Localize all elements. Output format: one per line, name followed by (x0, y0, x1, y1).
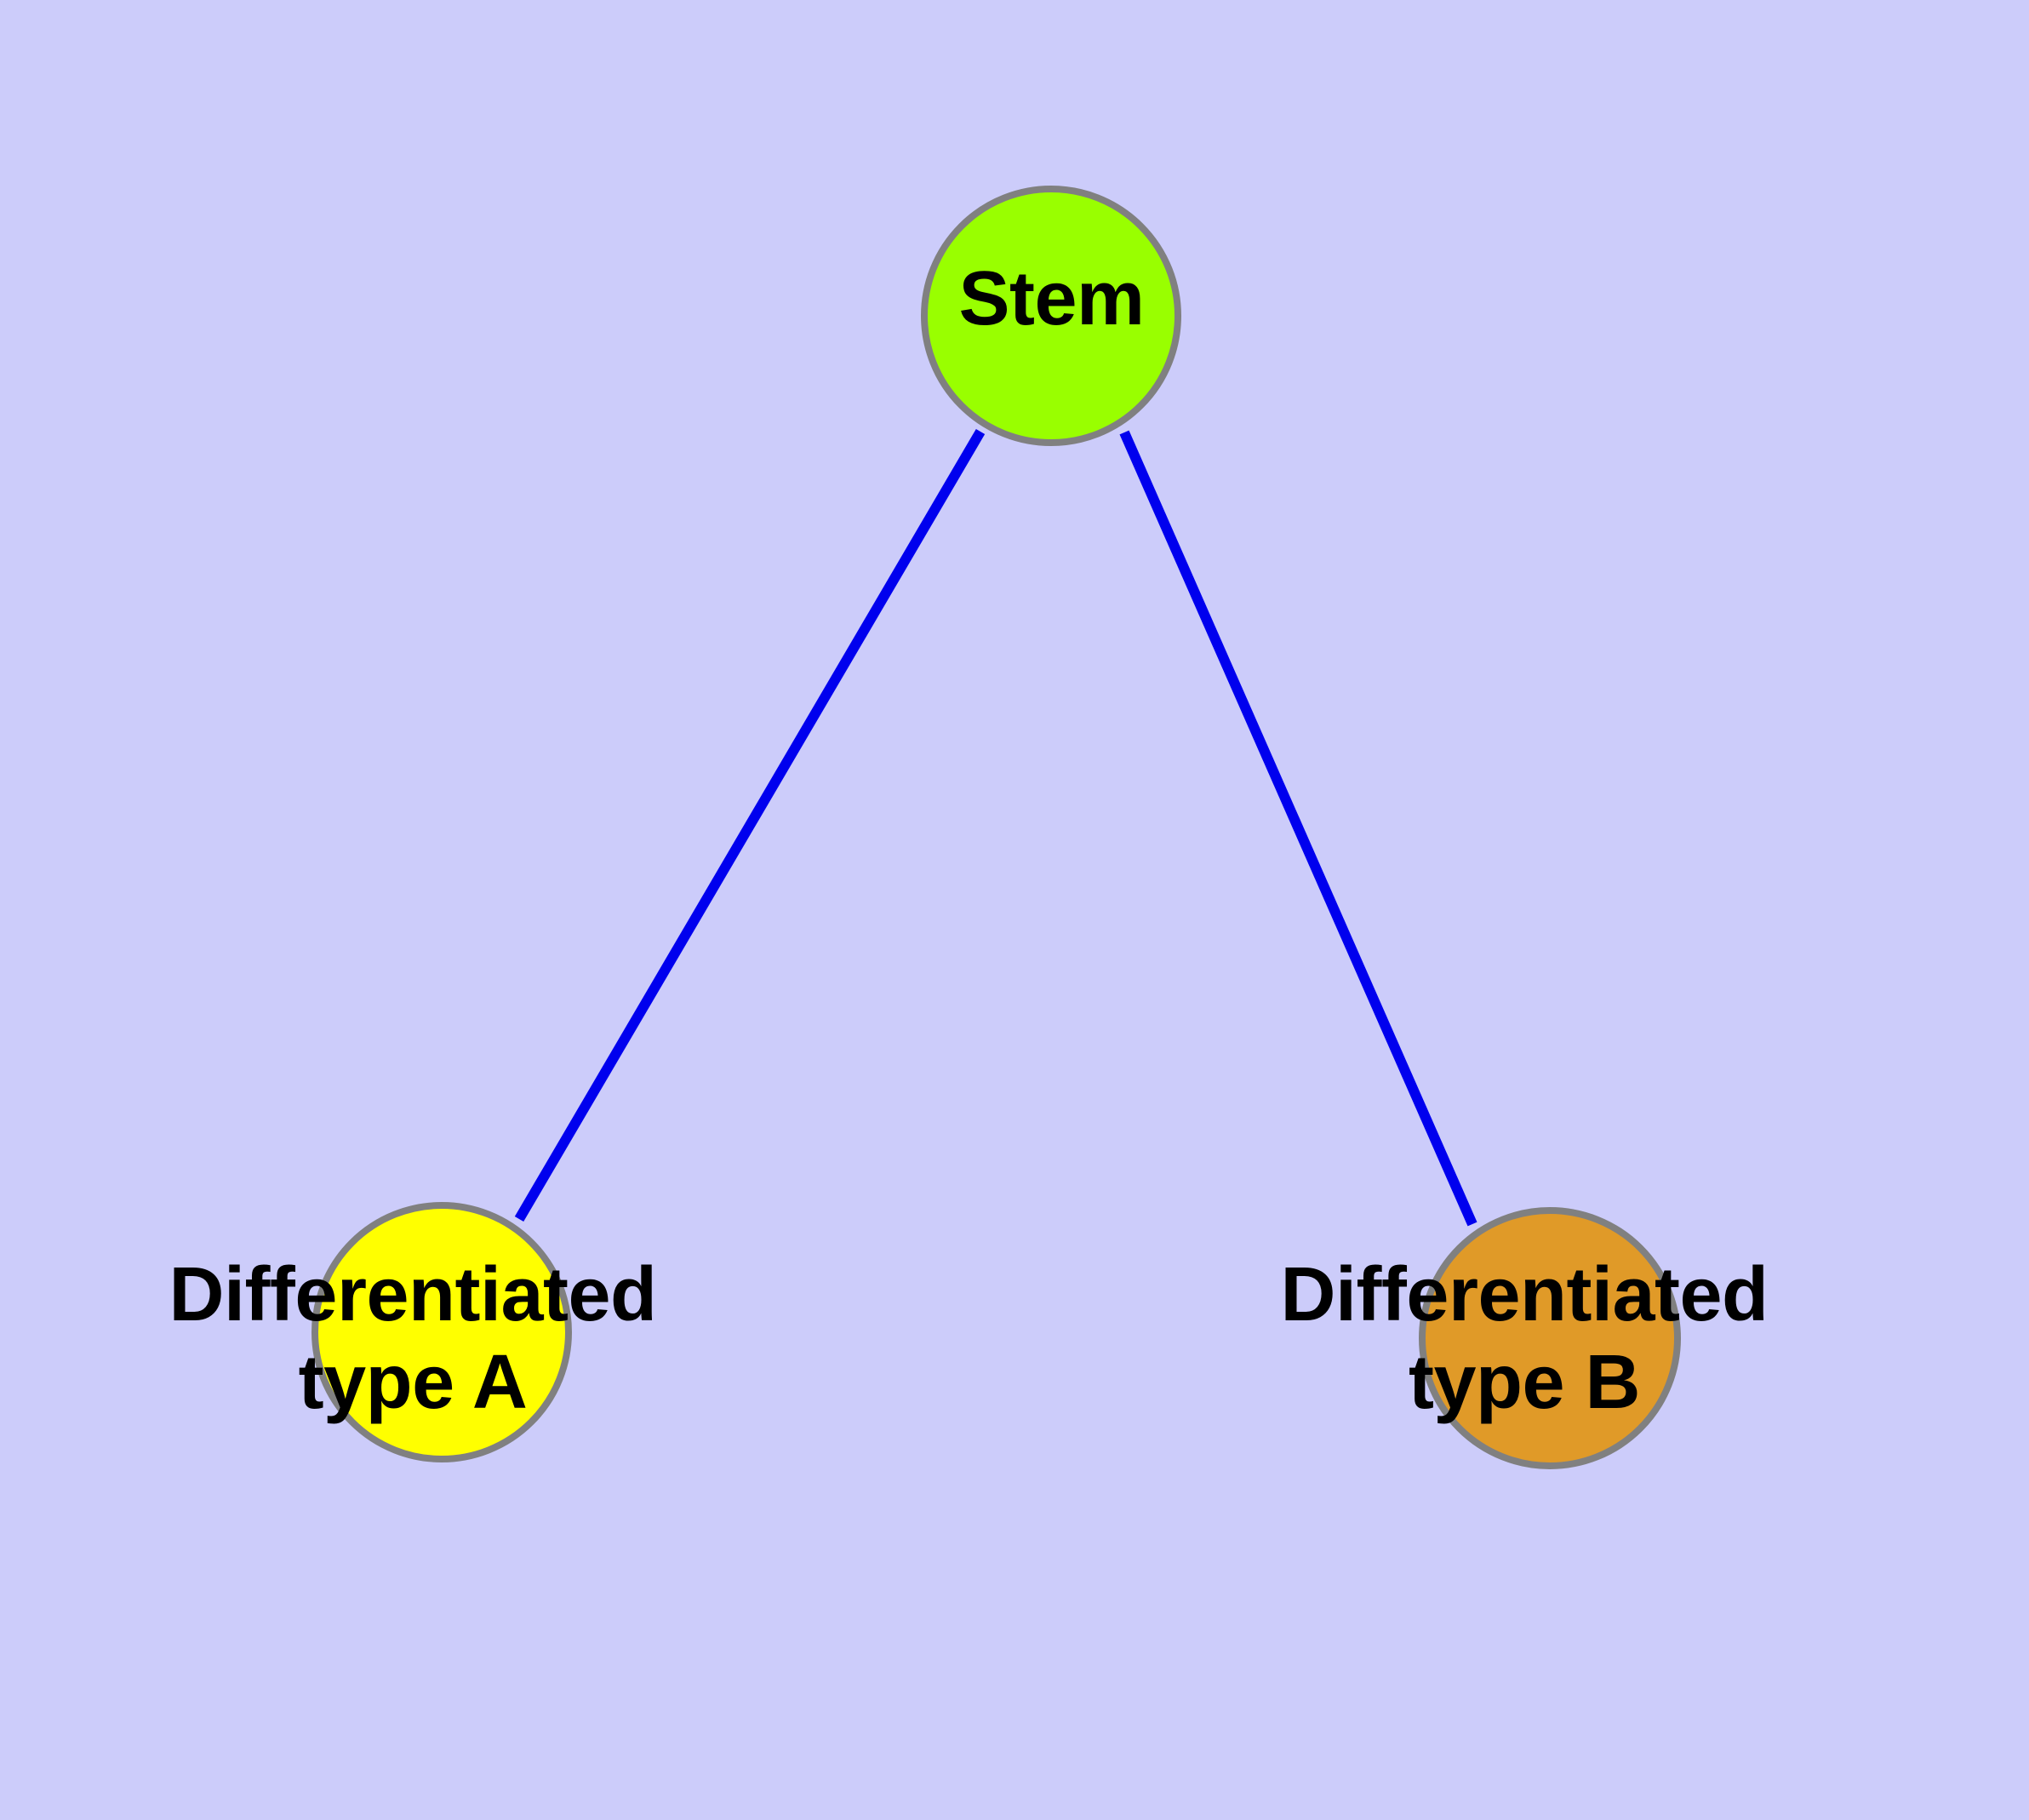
edge-stem-to-differentiated-a (514, 428, 986, 1222)
node-stem[interactable] (921, 186, 1181, 446)
edge-stem-to-differentiated-b (1119, 430, 1477, 1227)
node-differentiated-type-a[interactable] (311, 1202, 572, 1462)
node-differentiated-type-b[interactable] (1419, 1207, 1681, 1469)
